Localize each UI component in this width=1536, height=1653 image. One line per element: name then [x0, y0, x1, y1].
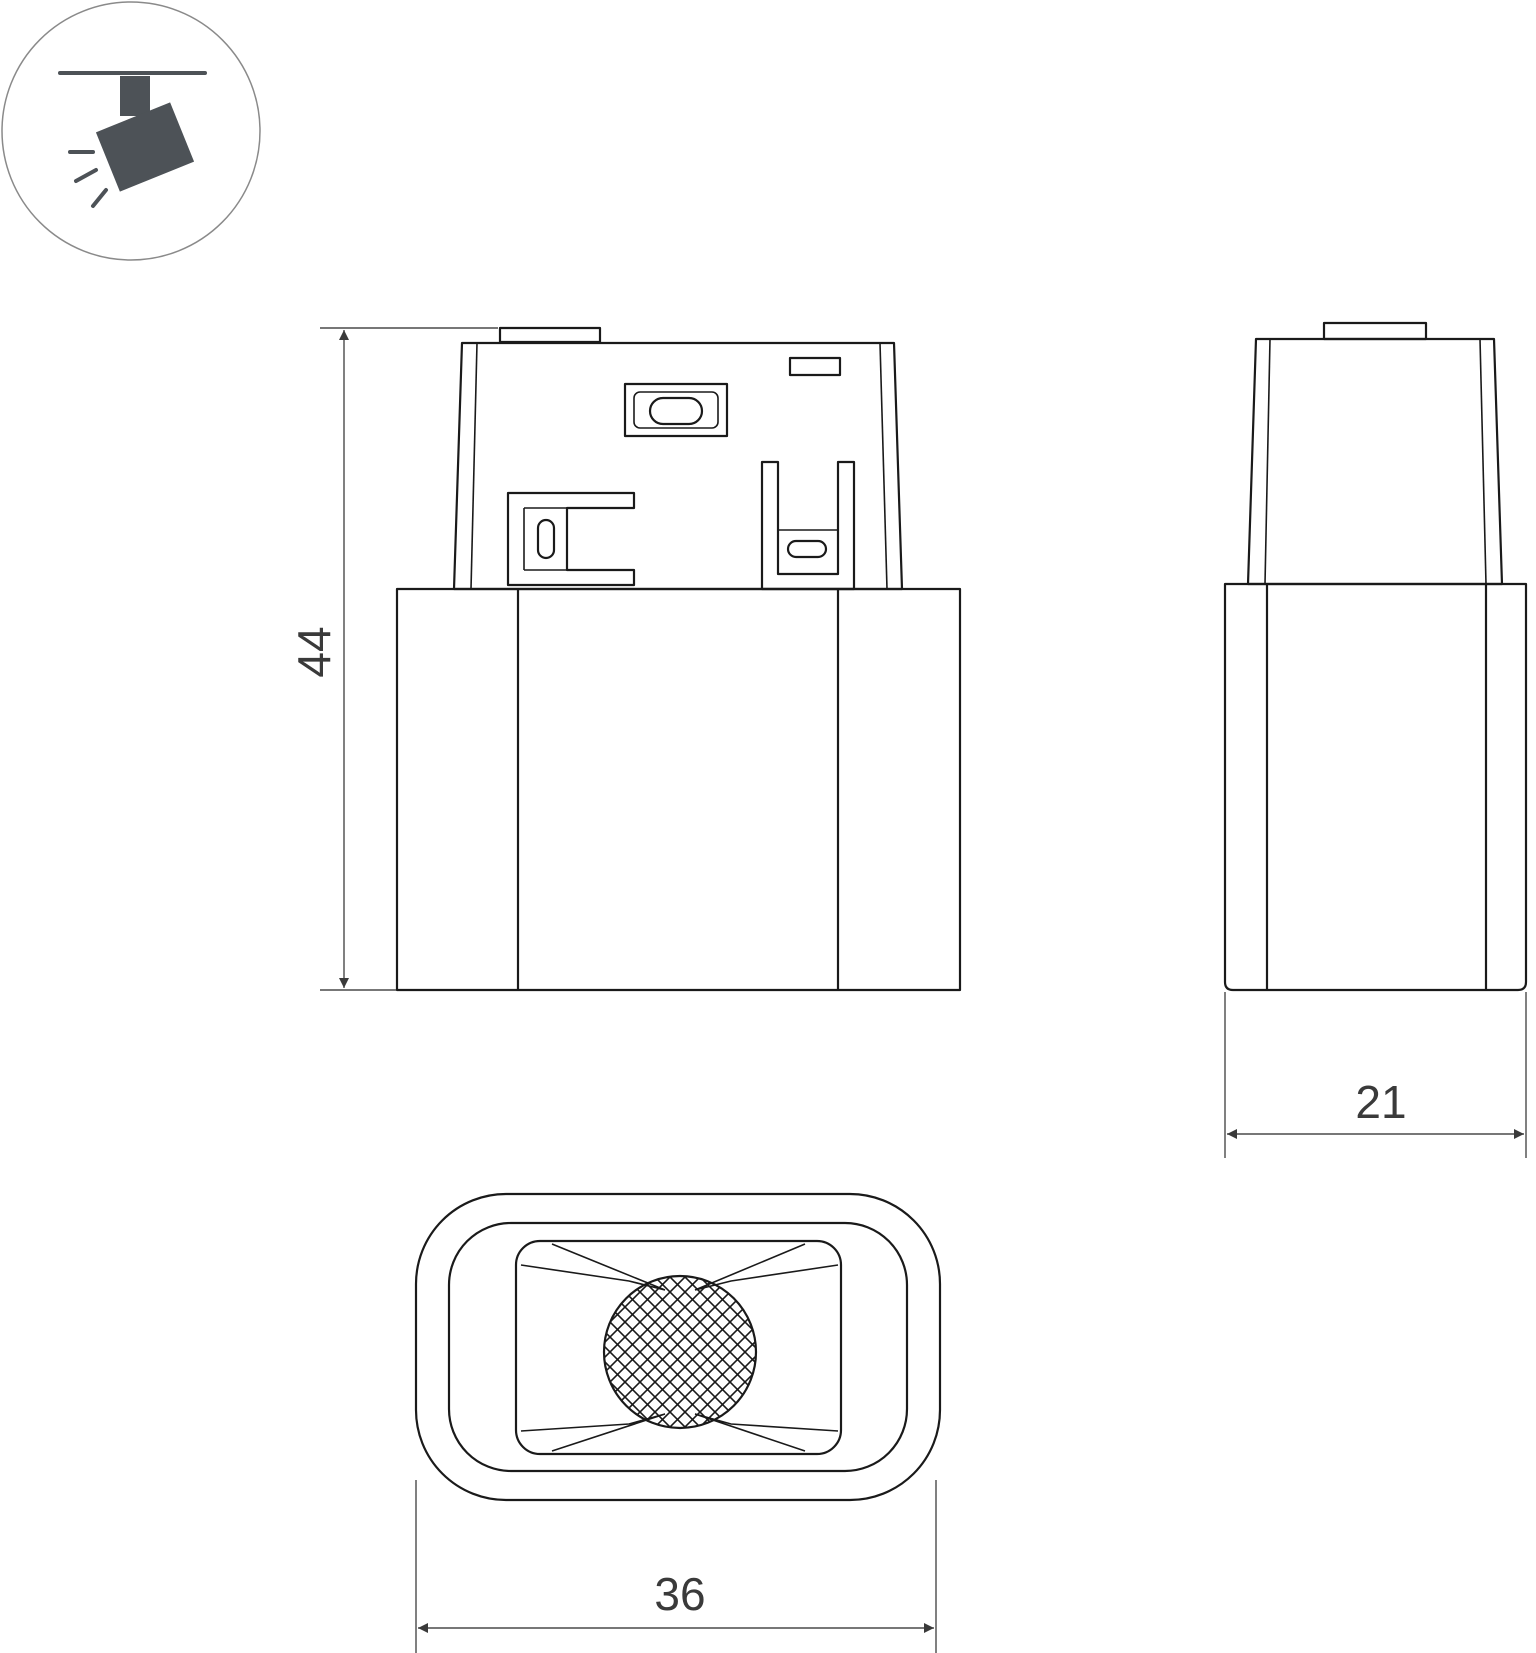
hatch-line: [724, 1276, 756, 1428]
width-dimension: 36: [415, 1480, 937, 1653]
hatch-line: [709, 1276, 756, 1428]
lens-crosshatch: [440, 1272, 756, 1432]
hatch-line: [604, 1276, 676, 1428]
hatch-line: [604, 1276, 676, 1428]
height-dimension-label: 44: [288, 626, 340, 677]
hatch-line: [694, 1276, 756, 1428]
hatch-line: [440, 1272, 600, 1432]
hatch-line: [754, 1276, 756, 1428]
side-view: [1223, 321, 1528, 992]
hatch-line: [604, 1276, 631, 1428]
hatch-line: [604, 1276, 646, 1428]
hatch-line: [754, 1276, 756, 1428]
hatch-line: [649, 1276, 756, 1428]
hatch-line: [739, 1276, 756, 1428]
hatch-line: [604, 1276, 736, 1428]
hatch-line: [604, 1276, 706, 1428]
hatch-line: [604, 1276, 631, 1428]
hatch-line: [634, 1276, 756, 1428]
hatch-line: [604, 1276, 661, 1428]
hatch-line: [604, 1276, 691, 1428]
front-view: [395, 326, 962, 992]
hatch-line: [604, 1276, 661, 1428]
depth-dimension: 21: [1224, 992, 1527, 1158]
hatch-line: [604, 1276, 616, 1428]
hatch-line: [604, 1276, 616, 1428]
hatch-line: [679, 1276, 756, 1428]
bottom-view: [414, 1192, 942, 1502]
hatch-line: [709, 1276, 756, 1428]
hatch-line: [440, 1272, 600, 1432]
hatch-line: [679, 1276, 756, 1428]
depth-dimension-label: 21: [1355, 1076, 1406, 1128]
height-dimension: 44: [288, 327, 498, 991]
track-spotlight-icon: [1, 1, 261, 261]
hatch-line: [604, 1276, 646, 1428]
hatch-line: [724, 1276, 756, 1428]
width-dimension-label: 36: [654, 1568, 705, 1620]
hatch-line: [664, 1276, 756, 1428]
hatch-line: [604, 1276, 721, 1428]
hatch-line: [694, 1276, 756, 1428]
hatch-line: [739, 1276, 756, 1428]
